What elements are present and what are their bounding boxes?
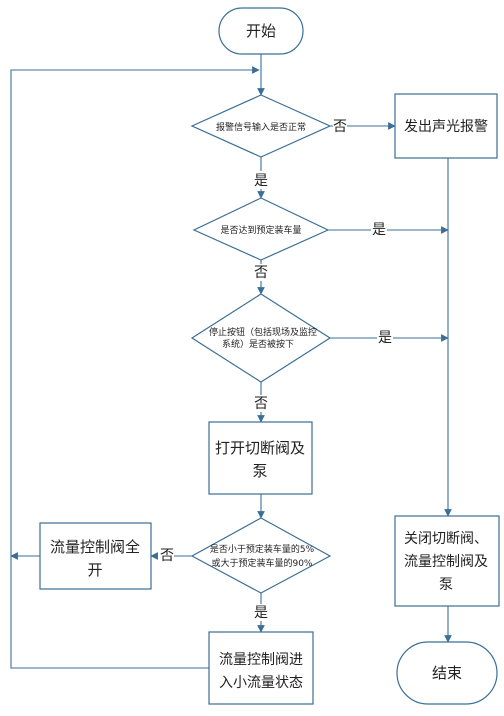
small-flow-label-line1: 流量控制阀进 bbox=[219, 652, 303, 668]
open-valve-label-line1: 打开切断阀及 bbox=[215, 440, 305, 457]
target-check-label: 是否达到预定装车量 bbox=[220, 224, 301, 236]
edge-loop-back bbox=[10, 66, 260, 669]
start-node-label: 开始 bbox=[246, 23, 276, 40]
flow-check-label-line1: 是否小于预定装车量的5% bbox=[210, 543, 315, 555]
flow-check-decision bbox=[190, 517, 332, 594]
edge-label-target-yes: 是 bbox=[372, 223, 386, 238]
small-flow-node bbox=[208, 631, 314, 705]
alarm-check-decision bbox=[190, 94, 332, 158]
start-node bbox=[218, 7, 304, 55]
full-open-label-line1: 流量控制阀全 bbox=[50, 538, 140, 556]
close-valves-node bbox=[394, 515, 500, 607]
edge-label-stop-no: 否 bbox=[254, 397, 268, 412]
alarm-check-label: 报警信号输入是否正常 bbox=[216, 121, 306, 133]
close-valves-label-line1: 关闭切断阀、 bbox=[404, 531, 488, 547]
target-check-decision bbox=[192, 197, 330, 261]
stop-check-label-line1: 停止按钮（包括现场及监控 bbox=[209, 326, 317, 338]
edge-label-flow-yes: 是 bbox=[254, 606, 268, 621]
full-open-node bbox=[39, 522, 152, 590]
edge-label-alarm-yes: 是 bbox=[254, 174, 268, 189]
alarm-node-label: 发出声光报警 bbox=[404, 119, 488, 135]
open-valve-label-line2: 泵 bbox=[252, 464, 267, 480]
edge-label-target-no: 否 bbox=[254, 266, 268, 281]
close-valves-label-line2: 流量控制阀及 bbox=[404, 554, 488, 570]
end-node bbox=[396, 641, 498, 705]
close-valves-label-line3: 泵 bbox=[439, 578, 453, 593]
open-valve-node bbox=[208, 421, 313, 495]
end-node-label: 结束 bbox=[432, 665, 462, 682]
stop-check-decision bbox=[190, 293, 332, 383]
edge-label-flow-no: 否 bbox=[160, 549, 174, 564]
stop-check-label-line2: 系统）是否被按下 bbox=[222, 338, 294, 350]
flow-check-label-line2: 或大于预定装车量的90% bbox=[211, 557, 312, 569]
full-open-label-line2: 开 bbox=[87, 563, 102, 579]
small-flow-label-line2: 入小流量状态 bbox=[219, 675, 303, 691]
edge-label-alarm-no: 否 bbox=[333, 120, 347, 135]
alarm-node bbox=[394, 93, 498, 159]
edge-label-stop-yes: 是 bbox=[378, 331, 392, 346]
